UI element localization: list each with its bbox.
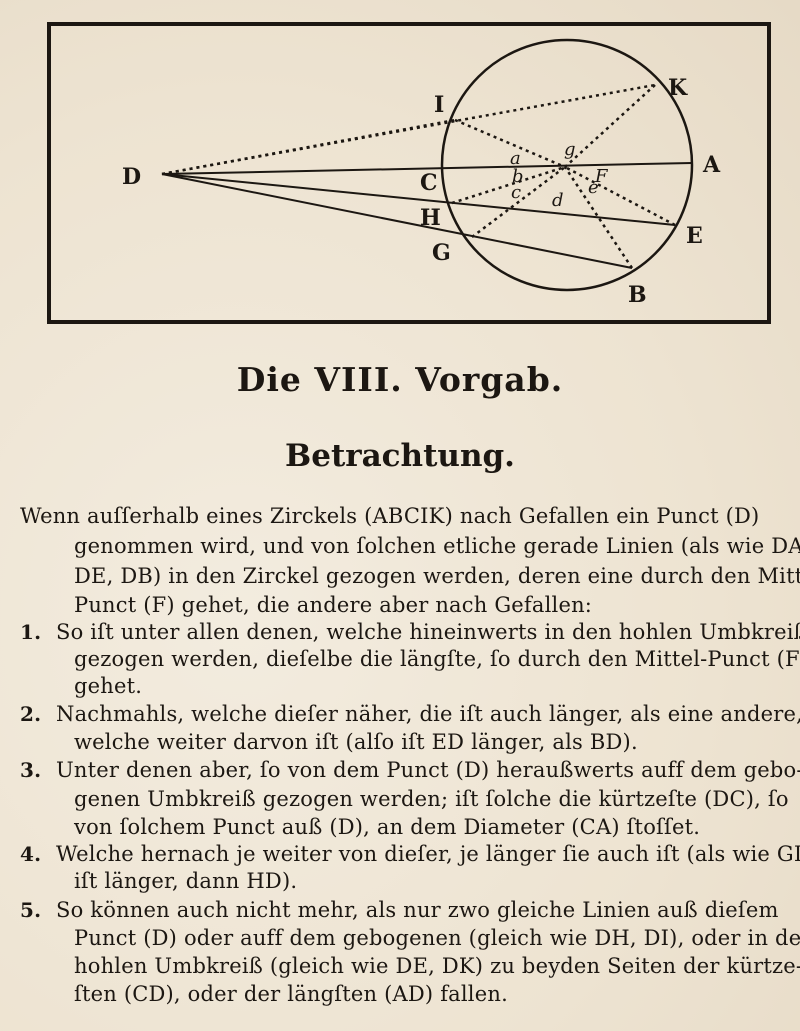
text-line: DE, DB) in den Zirckel gezogen werden, d… [74, 564, 800, 588]
subheading: Betrachtung. [285, 438, 515, 474]
circle [440, 38, 694, 292]
item-number: 2. [20, 702, 42, 726]
label-A: A [702, 152, 721, 178]
text-line: Welche hernach je weiter von dieſer, je … [56, 842, 800, 866]
text-line: Nachmahls, welche dieſer näher, die iſt … [56, 702, 800, 726]
text-line: So können auch nicht mehr, als nur zwo g… [56, 898, 779, 922]
text-line: Unter denen aber, ſo von dem Punct (D) h… [56, 758, 800, 782]
solid-lines [161, 162, 693, 269]
label-B: B [628, 282, 647, 308]
label-K: K [668, 75, 688, 101]
text-line: gezogen werden, dieſelbe die längſte, ſo… [74, 647, 800, 671]
label-E: E [686, 223, 703, 249]
text-line: So iſt unter allen denen, welche hineinw… [56, 620, 800, 644]
item-number: 5. [20, 898, 42, 922]
text-line: welche weiter darvon iſt (alſo iſt ED lä… [74, 730, 638, 754]
label-b: b [512, 166, 524, 187]
item-number: 4. [20, 842, 42, 866]
text-line: Punct (F) gehet, die andere aber nach Ge… [74, 593, 593, 617]
figure-frame [47, 22, 771, 324]
text-line: Wenn auſſerhalb eines Zirckels (ABCIK) n… [20, 504, 760, 528]
label-a: a [510, 148, 521, 169]
item-number: 1. [20, 620, 42, 644]
item-number: 3. [20, 758, 42, 782]
text-line: ſten (CD), oder der längſten (AD) fallen… [74, 982, 508, 1006]
label-G: G [432, 240, 451, 266]
label-C: C [420, 170, 438, 196]
text-line: Punct (D) oder auff dem gebogenen (gleic… [74, 926, 800, 950]
label-H: H [420, 205, 441, 231]
text-line: iſt länger, dann HD). [74, 869, 298, 893]
dotted-lines [161, 83, 676, 269]
text-line: gehet. [74, 674, 143, 698]
label-D: D [122, 164, 141, 190]
text-line: genen Umbkreiß gezogen werden; iſt ſolch… [74, 787, 789, 811]
text-line: von ſolchem Punct auß (D), an dem Diamet… [74, 815, 701, 839]
label-d: d [552, 190, 564, 211]
heading: Die VIII. Vorgab. [236, 360, 564, 399]
label-e: e [588, 177, 599, 198]
label-I: I [434, 92, 444, 118]
label-g: g [564, 139, 576, 160]
geometry-figure: D I K A C H G E B F a b c d e g [47, 22, 771, 324]
text-line: hohlen Umbkreiß (gleich wie DE, DK) zu b… [74, 954, 800, 978]
label-F: F [594, 166, 609, 187]
label-c: c [511, 182, 521, 203]
text-line: genommen wird, und von ſolchen etliche g… [74, 534, 800, 558]
